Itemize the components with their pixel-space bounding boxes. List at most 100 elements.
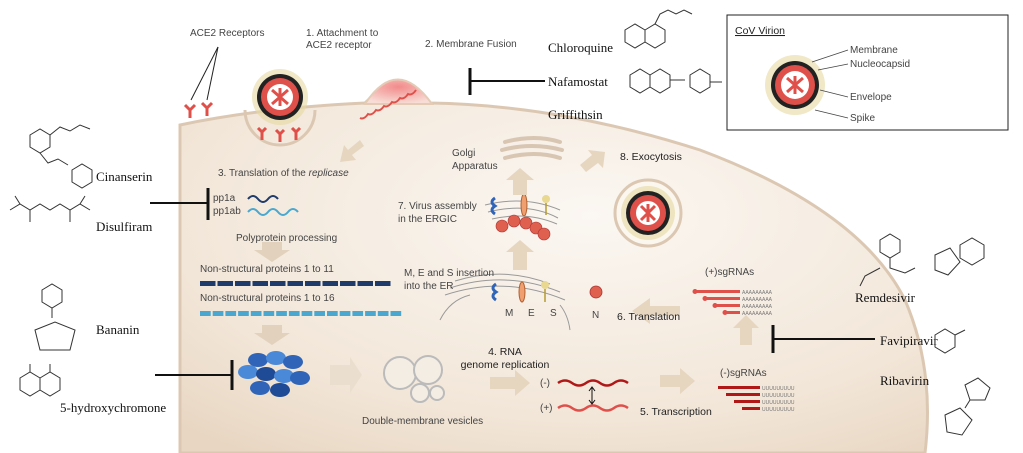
nsp-segment: [270, 281, 286, 286]
polyu-tails: UUUUUUUUUUUUUUUUUUUUUUUUUUUUUUUUUUUU: [762, 386, 795, 413]
nsp-segment: [288, 281, 304, 286]
drug-cinanserin: Cinanserin: [96, 169, 153, 184]
nsp-segment: [200, 311, 211, 316]
nsp11-bar: [200, 281, 391, 286]
svg-text:UUUUUUUUU: UUUUUUUUU: [762, 400, 795, 406]
nsp-segment: [375, 281, 391, 286]
drug-griffithsin: Griffithsin: [548, 107, 603, 122]
disulfiram-structure-icon: [10, 196, 90, 222]
nsp-segment: [289, 311, 300, 316]
plus-sgrnas-label: (+)sgRNAs: [705, 267, 754, 278]
nsp-segment: [218, 281, 234, 286]
exocytosis-vesicle: [615, 180, 681, 246]
golgi-label-line1: Golgi: [452, 148, 475, 159]
step6-label: 6. Translation: [617, 311, 680, 323]
step1-label-line1: 1. Attachment to: [306, 28, 379, 39]
e-label: E: [528, 308, 535, 319]
step4-label-line2: genome replication: [461, 359, 550, 371]
drug-remdesivir: Remdesivir: [855, 290, 916, 305]
nsp-segment: [314, 311, 325, 316]
pp1ab-label: pp1ab: [213, 206, 241, 217]
step8-label: 8. Exocytosis: [620, 151, 682, 163]
dmv-label: Double-membrane vesicles: [362, 416, 483, 427]
virion-attached: [245, 69, 315, 145]
nsp-segment: [365, 311, 376, 316]
insertion-label-line2: into the ER: [404, 281, 453, 292]
drug-disulfiram: Disulfiram: [96, 219, 152, 234]
m-label: M: [505, 308, 513, 319]
drug-5-hydroxychromone: 5-hydroxychromone: [60, 400, 166, 415]
insertion-label-line1: M, E and S insertion: [404, 268, 494, 279]
n-label: N: [592, 310, 599, 321]
step4-label-line1: 4. RNA: [488, 346, 522, 358]
nsp-segment: [225, 311, 236, 316]
minus-strand-label: (-): [540, 378, 550, 389]
fusion-inhibitor-bar: [470, 68, 545, 95]
hydroxychromone-structure-icon: [20, 364, 60, 396]
nsp-segment: [323, 281, 339, 286]
nsp-segment: [200, 281, 216, 286]
virion-membrane-label: Membrane: [850, 45, 898, 56]
svg-text:AAAAAAAAA: AAAAAAAAA: [742, 297, 773, 303]
step7-label-line1: 7. Virus assembly: [398, 201, 477, 212]
drug-bananin: Bananin: [96, 322, 140, 337]
drug-nafamostat: Nafamostat: [548, 74, 608, 89]
drug-ribavirin: Ribavirin: [880, 373, 930, 388]
step5-label: 5. Transcription: [640, 406, 712, 418]
ace2-pointer-lines: [191, 47, 218, 100]
step7-label-line2: in the ERGIC: [398, 214, 457, 225]
virion-envelope-label: Envelope: [850, 92, 892, 103]
cinanserin-structure-icon: [30, 125, 92, 188]
nsp-segment: [327, 311, 338, 316]
svg-text:UUUUUUUUU: UUUUUUUUU: [762, 407, 795, 413]
nsp-segment: [276, 311, 287, 316]
nafamostat-structure-icon: [630, 69, 722, 93]
virion-box-title: CoV Virion: [735, 25, 785, 37]
plus-strand-label: (+): [540, 403, 553, 414]
svg-text:AAAAAAAAA: AAAAAAAAA: [742, 290, 773, 296]
s-label: S: [550, 308, 557, 319]
nsp-segment: [264, 311, 275, 316]
ribavirin-structure-icon: [945, 378, 990, 435]
polyprotein-label: Polyprotein processing: [236, 233, 337, 244]
nsp-segment: [253, 281, 269, 286]
nsp11-label: Non-structural proteins 1 to 11: [200, 264, 334, 275]
nsp-segment: [391, 311, 402, 316]
ace2-label: ACE2 Receptors: [190, 28, 264, 39]
nsp-segment: [251, 311, 262, 316]
bananin-structure-icon: [35, 284, 75, 350]
nsp-segment: [340, 281, 356, 286]
svg-text:UUUUUUUUU: UUUUUUUUU: [762, 386, 795, 392]
nsp-segment: [213, 311, 224, 316]
virion-nucleocapsid-label: Nucleocapsid: [850, 59, 910, 70]
drug-favipiravir: Favipiravir: [880, 333, 938, 348]
svg-text:AAAAAAAAA: AAAAAAAAA: [742, 304, 773, 310]
nsp-segment: [358, 281, 374, 286]
step1-label-line2: ACE2 receptor: [306, 40, 372, 51]
nsp-segment: [302, 311, 313, 316]
n-protein: [590, 286, 602, 298]
nsp-segment: [305, 281, 321, 286]
drug-chloroquine: Chloroquine: [548, 40, 613, 55]
nsp-segment: [238, 311, 249, 316]
ace2-receptors: [185, 103, 212, 118]
pp1a-label: pp1a: [213, 193, 236, 204]
nsp16-label: Non-structural proteins 1 to 16: [200, 293, 335, 304]
step3-label: 3. Translation of the replicase: [218, 168, 349, 179]
nsp-segment: [378, 311, 389, 316]
nsp-segment: [340, 311, 351, 316]
virion-spike-label: Spike: [850, 113, 875, 124]
golgi-label-line2: Apparatus: [452, 161, 498, 172]
chloroquine-structure-icon: [625, 10, 692, 48]
favipiravir-structure-icon: [935, 329, 965, 353]
step2-label: 2. Membrane Fusion: [425, 39, 517, 50]
svg-text:UUUUUUUUU: UUUUUUUUU: [762, 393, 795, 399]
virion-legend-box: CoV Virion Membrane Nucleocapsid Envelop…: [727, 15, 1008, 130]
minus-sgrnas-label: (-)sgRNAs: [720, 368, 767, 379]
nsp-segment: [235, 281, 251, 286]
polya-tails: AAAAAAAAAAAAAAAAAAAAAAAAAAAAAAAAAAAA: [742, 290, 773, 317]
nsp-segment: [352, 311, 363, 316]
svg-text:AAAAAAAAA: AAAAAAAAA: [742, 311, 773, 317]
